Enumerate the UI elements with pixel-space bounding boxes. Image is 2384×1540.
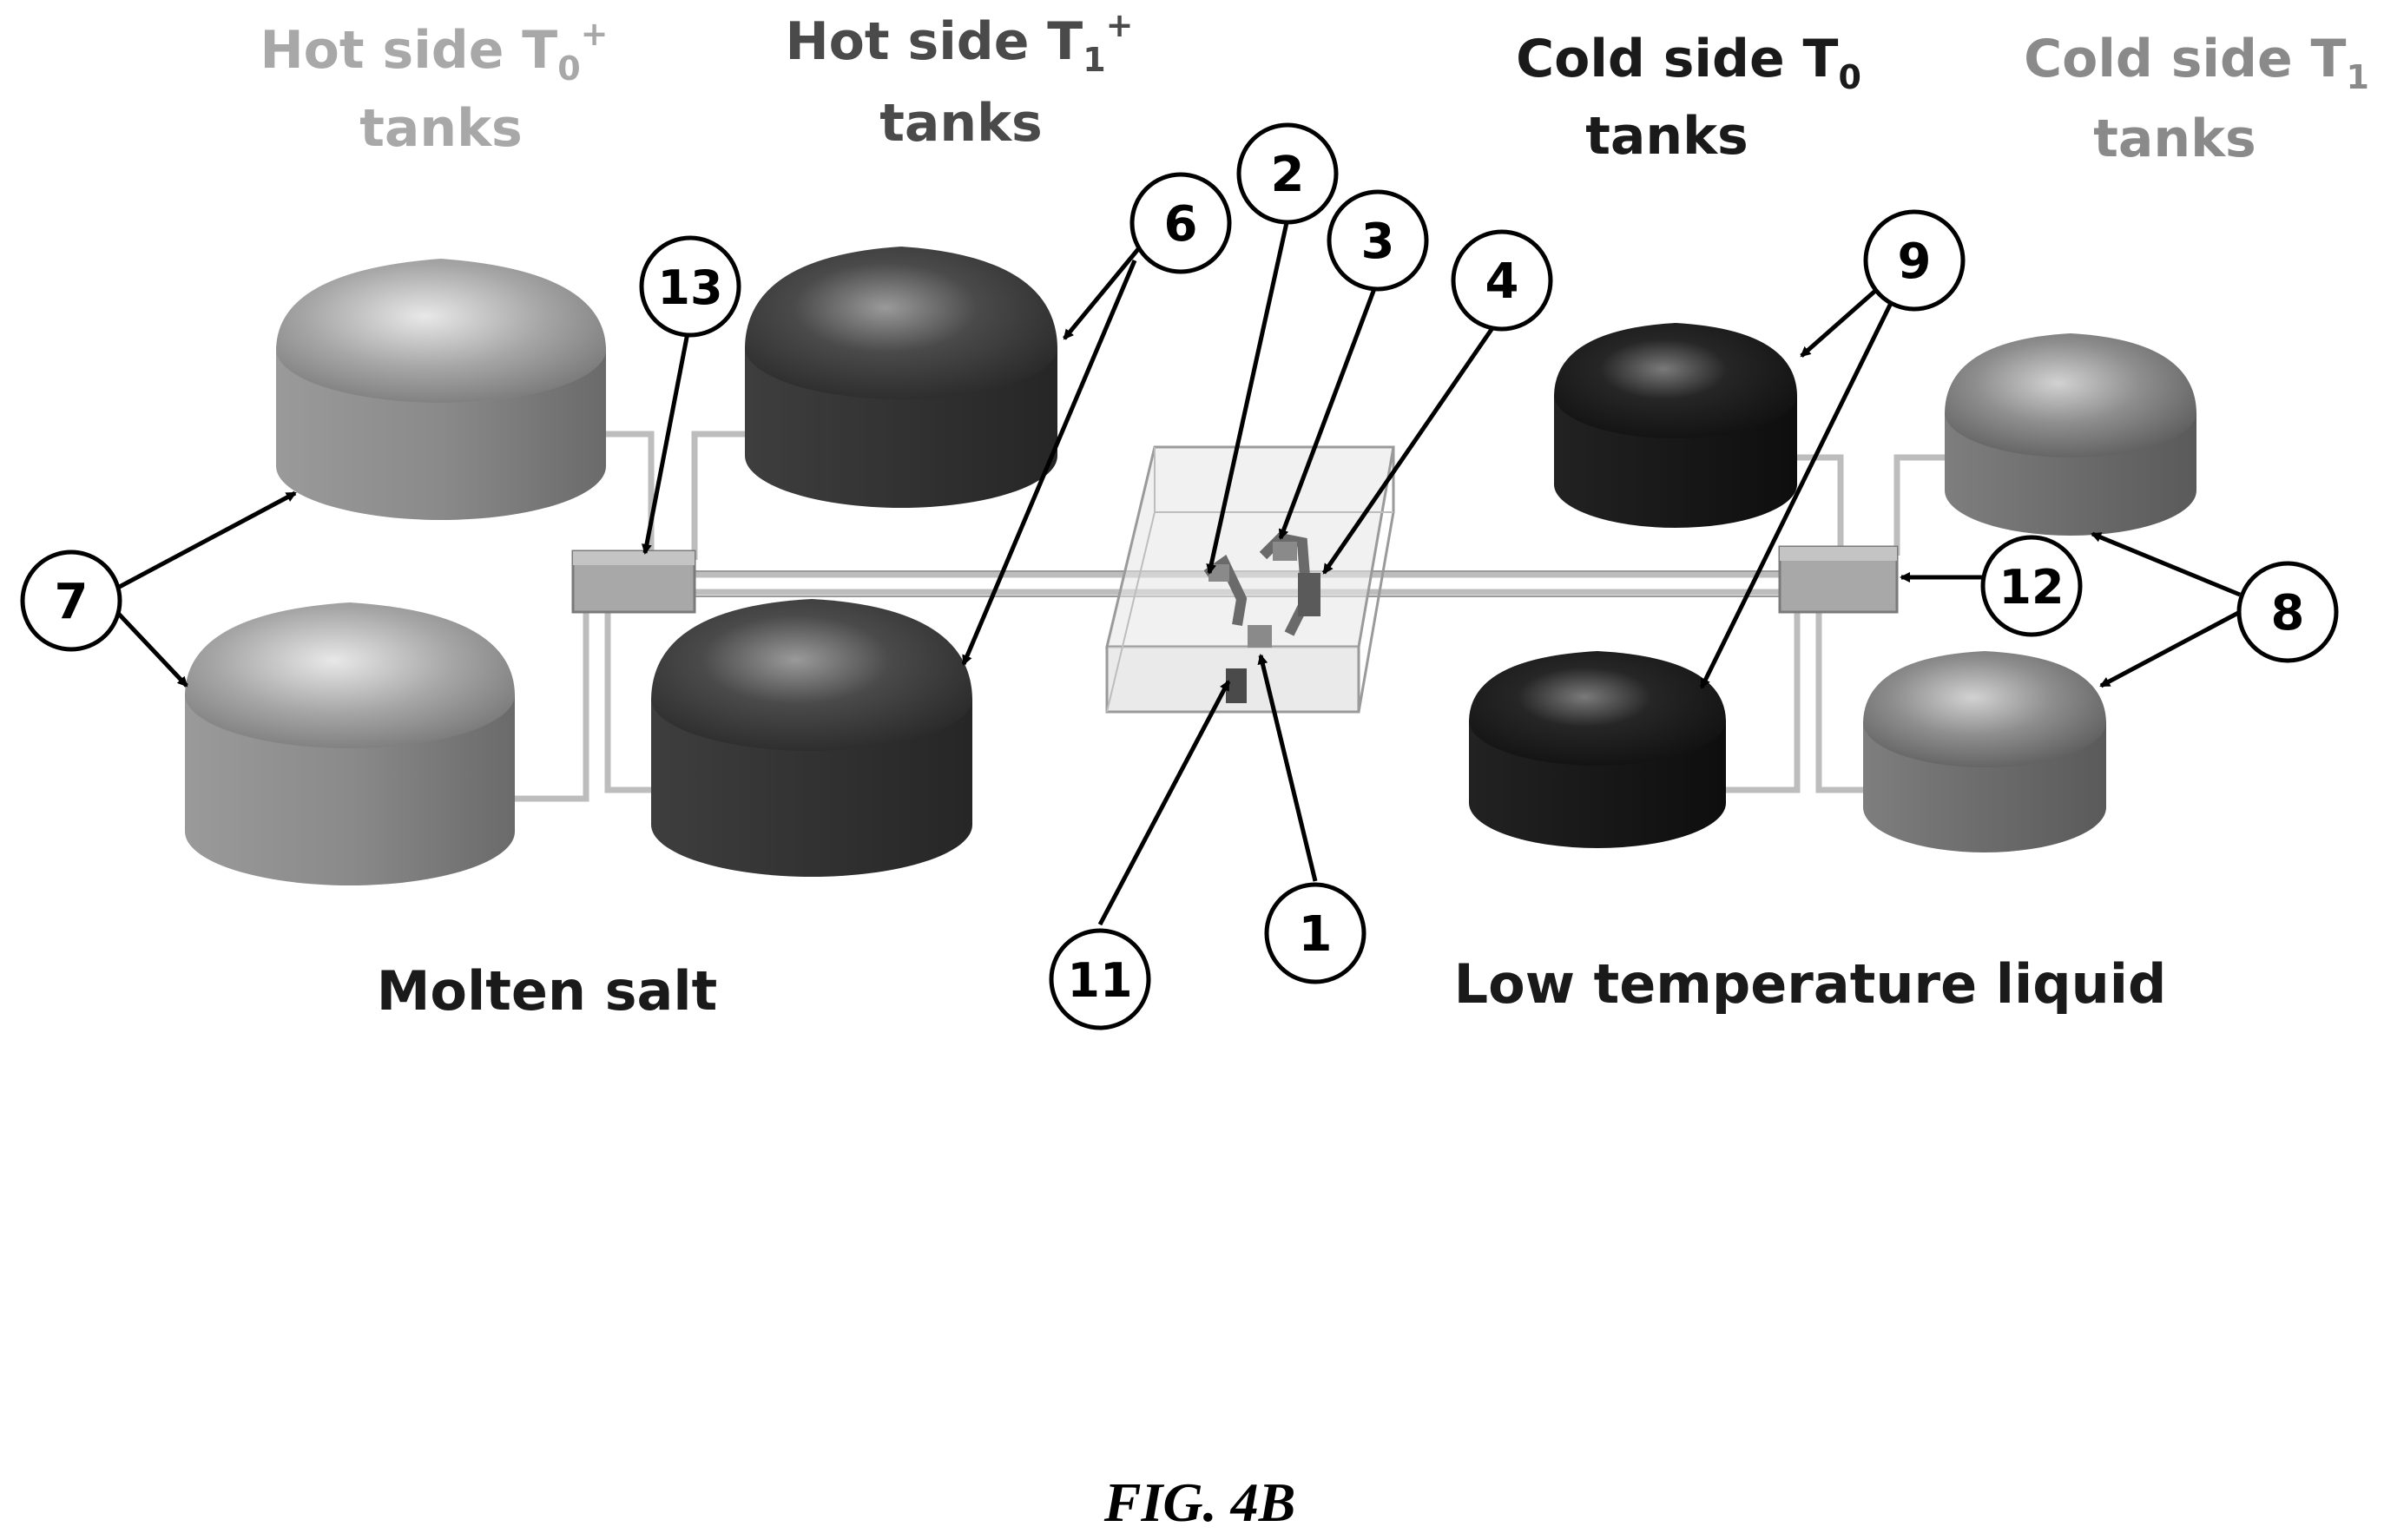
callout-12: 12 xyxy=(1983,537,2080,635)
callout-3: 3 xyxy=(1329,192,1426,289)
callout-7: 7 xyxy=(23,552,120,649)
callout-11: 11 xyxy=(1051,931,1149,1028)
callout-1: 1 xyxy=(1267,885,1364,982)
tank-hot-t1-upper xyxy=(745,247,1057,508)
tank-cold-t1-upper xyxy=(1945,333,2196,536)
svg-text:7: 7 xyxy=(55,574,89,630)
svg-text:3: 3 xyxy=(1361,214,1395,270)
tank-hot-t0-lower xyxy=(185,602,515,885)
svg-text:Hot side T1+: Hot side T1+ xyxy=(785,6,1133,79)
svg-text:9: 9 xyxy=(1898,234,1932,290)
svg-text:13: 13 xyxy=(657,260,722,315)
svg-text:12: 12 xyxy=(1999,560,2064,615)
callout-6: 6 xyxy=(1132,174,1229,272)
header-cold-side-t0: Cold side T0 tanks xyxy=(1516,29,1861,167)
svg-text:Hot side T0+: Hot side T0+ xyxy=(260,15,608,88)
svg-text:11: 11 xyxy=(1067,953,1132,1008)
callout-9: 9 xyxy=(1866,212,1963,309)
component-3 xyxy=(1273,542,1297,561)
central-housing xyxy=(1107,447,1393,712)
tank-cold-t1-lower xyxy=(1863,651,2106,852)
svg-text:Cold side T1: Cold side T1 xyxy=(2024,29,2369,96)
tank-cold-t0-lower xyxy=(1469,651,1726,848)
label-low-temperature-liquid: Low temperature liquid xyxy=(1454,952,2167,1016)
callout-2: 2 xyxy=(1239,125,1336,222)
pipe-hot-t0-top xyxy=(599,434,651,560)
svg-text:tanks: tanks xyxy=(359,98,523,159)
tank-cold-t0-upper xyxy=(1554,323,1797,528)
svg-text:tanks: tanks xyxy=(1585,106,1748,167)
pipe-cold-t0-bottom xyxy=(1719,608,1797,790)
header-hot-side-t1: Hot side T1+ tanks xyxy=(785,6,1133,154)
label-molten-salt: Molten salt xyxy=(377,959,718,1023)
tank-hot-t0-upper xyxy=(276,259,606,520)
valve-box-13 xyxy=(573,551,695,612)
svg-text:tanks: tanks xyxy=(2093,109,2256,169)
pipe-hot-t1-top xyxy=(695,434,747,560)
callout-4: 4 xyxy=(1453,232,1551,329)
valve-box-12 xyxy=(1780,547,1897,612)
component-1 xyxy=(1248,625,1272,648)
header-hot-side-t0: Hot side T0+ tanks xyxy=(260,15,608,159)
callout-8: 8 xyxy=(2239,563,2336,661)
svg-text:tanks: tanks xyxy=(879,93,1043,154)
svg-text:8: 8 xyxy=(2271,585,2305,642)
svg-text:2: 2 xyxy=(1271,147,1305,203)
pipe-hot-t1-bottom xyxy=(608,608,655,790)
svg-text:Cold side T0: Cold side T0 xyxy=(1516,29,1861,96)
header-cold-side-t1: Cold side T1 tanks xyxy=(2024,29,2369,169)
tank-hot-t1-lower xyxy=(651,599,972,877)
figure-caption: FIG. 4B xyxy=(1103,1471,1296,1533)
component-11 xyxy=(1226,668,1247,703)
svg-text:6: 6 xyxy=(1164,196,1198,253)
callout-13: 13 xyxy=(642,238,739,335)
component-4 xyxy=(1298,573,1320,616)
svg-text:4: 4 xyxy=(1485,253,1519,310)
svg-text:1: 1 xyxy=(1299,906,1333,963)
pipe-cold-t1-top xyxy=(1897,457,1949,556)
